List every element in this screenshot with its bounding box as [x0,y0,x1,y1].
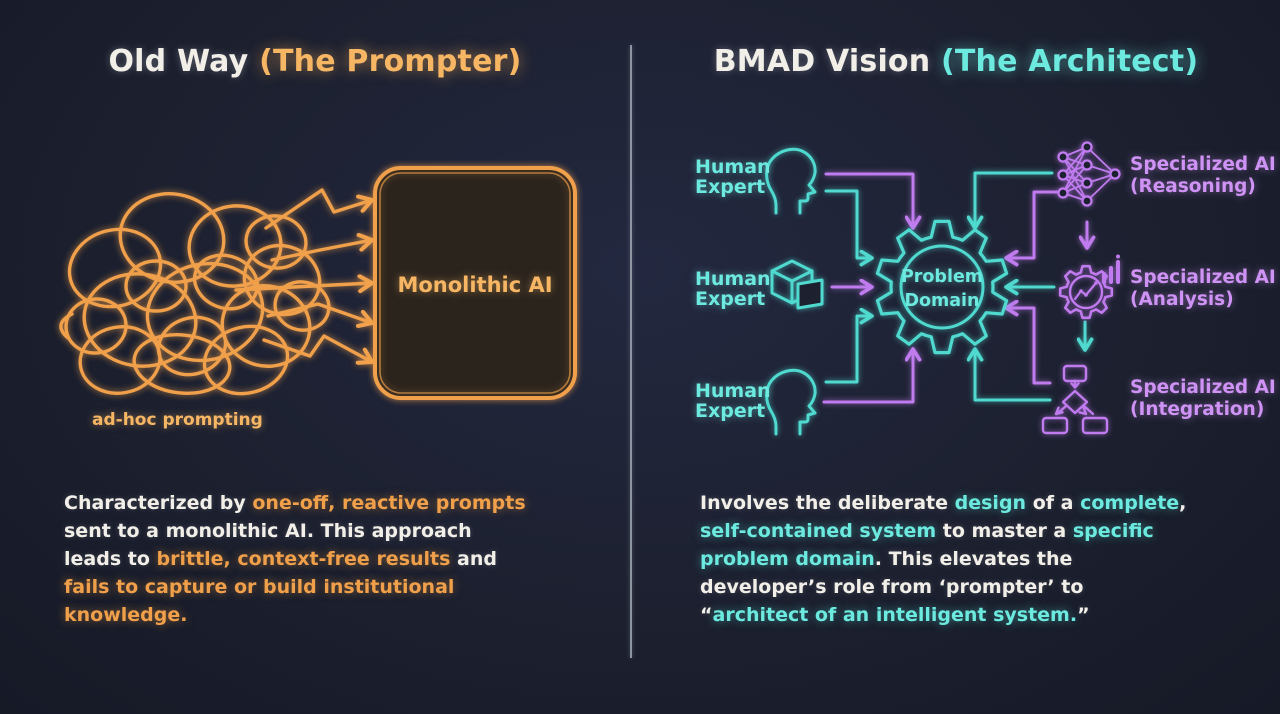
prompt-arrow [262,334,372,362]
old-way-title: Old Way (The Prompter) [0,44,630,79]
prompt-arrow [264,188,372,230]
analysis-gear-icon [1058,254,1120,320]
problem-domain-gear: Problem Domain [875,219,1009,355]
old-way-title-accent: (The Prompter) [259,44,522,79]
human-expert-label: Expert [695,288,765,310]
bmad-diagram: Problem Domain [695,141,1276,436]
human-expert-label: Human [695,380,771,402]
human-expert-label: Human [695,268,771,290]
old-way-diagram: Monolithic AI ad-hoc prompting [59,166,577,430]
specialized-ai-label: Specialized AI [1130,377,1276,398]
specialized-ai-labels: Specialized AI (Reasoning) Specialized A… [1130,154,1276,420]
human-head-icon [765,368,817,436]
specialized-ai-label: Specialized AI [1130,154,1276,175]
bmad-title: BMAD Vision (The Architect) [632,44,1280,79]
specialized-ai-label: Specialized AI [1130,267,1276,288]
bmad-title-accent: (The Architect) [940,44,1199,79]
problem-domain-label-line1: Problem [901,267,983,287]
prompt-arrows [234,188,372,362]
prompt-arrow [270,240,372,262]
bmad-title-plain: BMAD Vision [713,44,941,79]
monolithic-ai-label: Monolithic AI [397,273,552,297]
human-expert-label: Expert [695,176,765,198]
prompt-arrow [266,302,372,323]
arrow-human1-to-gear-cyan [824,189,872,258]
human-head-icon [765,147,817,215]
specialized-ai-label: (Integration) [1130,399,1264,420]
human-expert-labels: Human Expert Human Expert Human Expert [695,156,771,422]
arrow-human1-to-gear-purple [824,172,913,228]
specialized-ai-label: (Analysis) [1130,289,1234,310]
arrow-integration-to-gear-cyan [975,349,1052,402]
human-expert-label: Human [695,156,771,178]
flow-arrows [822,171,1087,404]
human-expert-label: Expert [695,400,765,422]
arrow-reasoning-to-gear-cyan [975,171,1054,228]
tangle-scribble-icon [59,192,331,396]
old-way-title-plain: Old Way [108,44,260,79]
scribble-caption: ad-hoc prompting [92,410,263,430]
specialized-ai-label: (Reasoning) [1130,176,1256,197]
bmad-description: Involves the deliberate design of a comp… [700,492,1187,626]
monolithic-ai-box: Monolithic AI [373,166,577,400]
old-way-description: Characterized by one-off, reactive promp… [64,492,526,626]
prompt-arrow [234,283,372,290]
integration-flowchart-icon [1041,364,1109,435]
arrow-human3-to-gear-purple [822,349,913,404]
arrow-human3-to-gear-cyan [824,316,872,384]
arrow-reasoning-to-gear-purple [1006,190,1062,258]
neural-network-icon [1057,141,1121,207]
problem-domain-label-line2: Domain [904,291,979,311]
arrow-integration-to-gear-purple [1006,308,1052,385]
panel-divider [630,45,632,658]
cube-icon [770,259,824,310]
